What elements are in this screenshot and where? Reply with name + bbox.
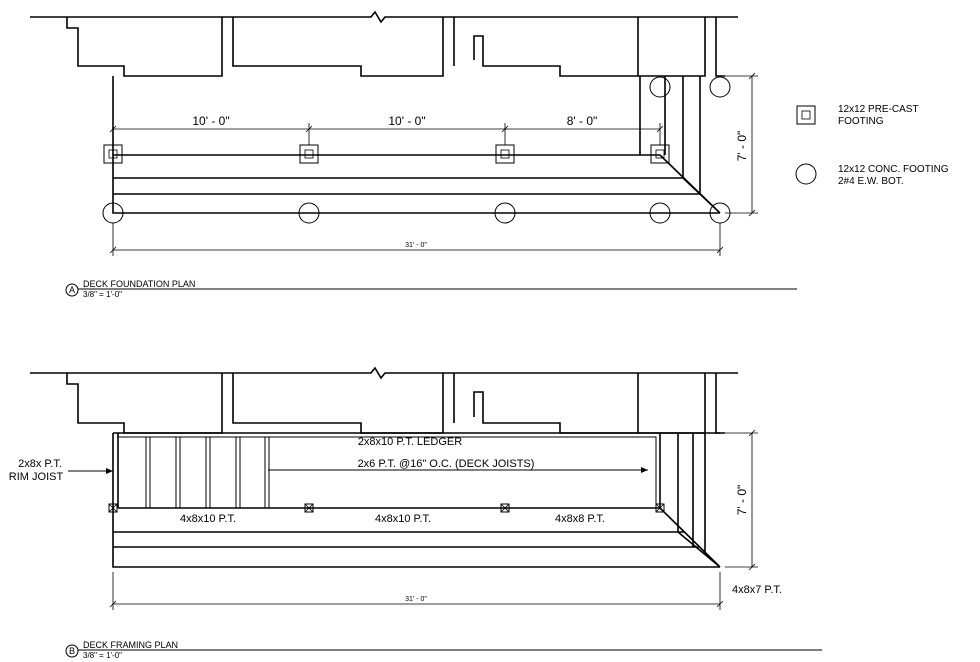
concrete-footing: [494, 202, 516, 224]
deck-outline: [112, 76, 721, 214]
deck-frame: [112, 432, 721, 568]
beam-label: 4x8x10 P.T.: [180, 513, 236, 525]
post: [108, 503, 118, 513]
ledger-board: [118, 436, 657, 508]
plan-bubble-letter: A: [69, 285, 75, 295]
concrete-footing: [649, 76, 671, 98]
legend-precast-text: FOOTING: [838, 116, 884, 127]
deck-joist: [145, 437, 270, 508]
post: [304, 503, 314, 513]
beam-label: 4x8x8 P.T.: [555, 513, 605, 525]
legend-concrete-text: 2#4 E.W. BOT.: [838, 176, 904, 187]
rim-joist-label: 2x8x P.T.: [18, 458, 62, 470]
overall-dimension-label: 31' - 0": [405, 596, 427, 603]
concrete-footing: [649, 202, 671, 224]
dimension-label: 10' - 0": [388, 114, 425, 128]
framing-plan: 2x8x10 P.T. LEDGER 2x6 P.T. @16" O.C. (D…: [9, 366, 822, 660]
rim-joist-label: RIM JOIST: [9, 471, 64, 483]
dimension-label: 8' - 0": [567, 114, 598, 128]
concrete-footing: [298, 202, 320, 224]
dimension-label: 10' - 0": [192, 114, 229, 128]
post-label: 4x8x7 P.T.: [732, 584, 782, 596]
overall-dimension-label: 31' - 0": [405, 242, 427, 249]
house-wall-line: [30, 366, 738, 380]
plan-bubble: [65, 644, 79, 658]
overall-dimension-line: [109, 223, 724, 256]
plan-scale: 3/8" = 1'-0": [83, 290, 122, 299]
precast-footing: [299, 144, 319, 164]
house-wall-outline: [66, 373, 725, 434]
foundation-plan: 10' - 0" 10' - 0" 8' - 0" 31' - 0" 7' - …: [30, 10, 797, 299]
legend-concrete-text: 12x12 CONC. FOOTING: [838, 164, 949, 175]
beam-label: 4x8x10 P.T.: [375, 513, 431, 525]
plan-bubble-letter: B: [69, 646, 75, 656]
plan-title: DECK FOUNDATION PLAN: [83, 279, 195, 289]
post: [500, 503, 510, 513]
side-dimension-line: [725, 72, 758, 217]
joist-label: 2x6 P.T. @16" O.C. (DECK JOISTS): [358, 458, 535, 470]
legend: 12x12 PRE-CAST FOOTING 12x12 CONC. FOOTI…: [795, 104, 949, 187]
concrete-footing: [709, 76, 731, 98]
post: [655, 503, 665, 513]
precast-footing-symbol: [796, 105, 816, 125]
side-dimension-line: [725, 429, 758, 571]
concrete-footing-symbol: [795, 163, 817, 185]
house-wall-line: [30, 10, 738, 24]
legend-precast-text: 12x12 PRE-CAST: [838, 104, 919, 115]
precast-footing: [495, 144, 515, 164]
overall-dimension-line: [109, 572, 724, 610]
plan-scale: 3/8" = 1'-0": [83, 651, 122, 660]
side-dimension-label: 7' - 0": [735, 485, 749, 516]
dimension-line: [109, 123, 664, 145]
house-wall-outline: [66, 17, 725, 77]
ledger-label: 2x8x10 P.T. LEDGER: [358, 436, 462, 448]
plan-bubble: [65, 283, 79, 297]
plan-title: DECK FRAMING PLAN: [83, 640, 178, 650]
side-dimension-label: 7' - 0": [735, 131, 749, 162]
